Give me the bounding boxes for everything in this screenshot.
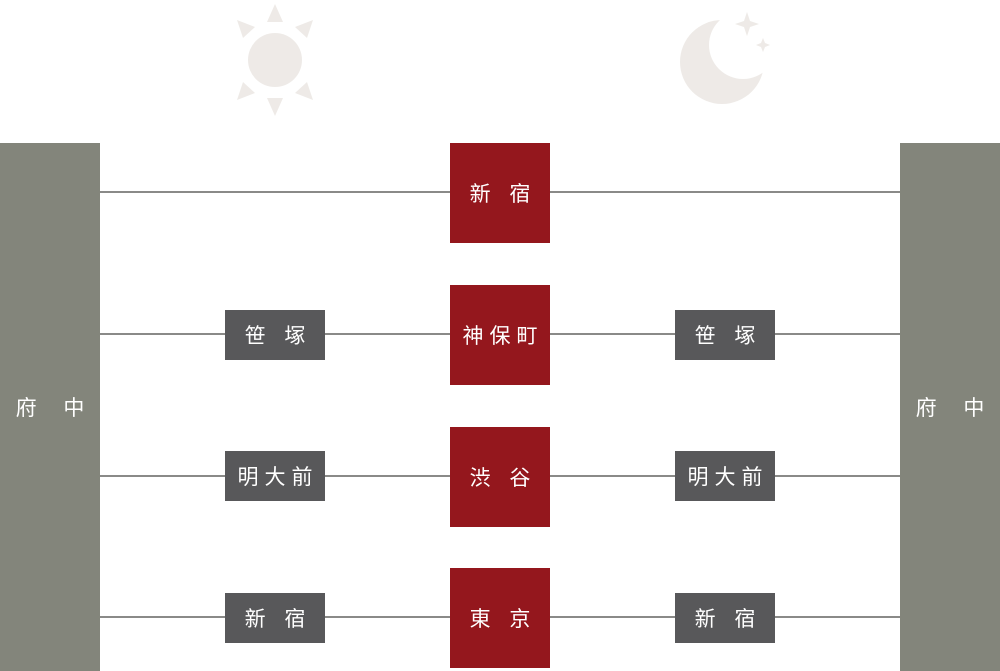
side-station-left: 明大前 bbox=[225, 451, 325, 501]
side-station-right-label: 新 宿 bbox=[694, 607, 762, 631]
main-station-box: 新 宿 bbox=[450, 143, 550, 243]
side-station-left-label: 笹 塚 bbox=[244, 324, 312, 348]
side-station-left-label: 新 宿 bbox=[244, 607, 312, 631]
terminal-left-label: 府 中 bbox=[15, 396, 95, 420]
main-station-box: 神保町 bbox=[450, 285, 550, 385]
terminal-right-label: 府 中 bbox=[915, 396, 995, 420]
moon-icon bbox=[680, 11, 775, 104]
side-station-left: 新 宿 bbox=[225, 593, 325, 643]
sun-icon bbox=[237, 4, 313, 116]
side-station-right: 明大前 bbox=[675, 451, 775, 501]
terminal-right: 府 中 bbox=[900, 143, 1000, 671]
side-station-right: 笹 塚 bbox=[675, 310, 775, 360]
side-station-right: 新 宿 bbox=[675, 593, 775, 643]
side-station-right-label: 明大前 bbox=[687, 465, 769, 489]
side-station-right-label: 笹 塚 bbox=[694, 324, 762, 348]
main-station-label: 神保町 bbox=[462, 324, 544, 348]
main-station-box: 東 京 bbox=[450, 568, 550, 668]
main-station-box: 渋 谷 bbox=[450, 427, 550, 527]
main-station-label: 渋 谷 bbox=[469, 466, 537, 490]
side-station-left-label: 明大前 bbox=[237, 465, 319, 489]
side-station-left: 笹 塚 bbox=[225, 310, 325, 360]
main-station-label: 新 宿 bbox=[469, 182, 537, 206]
main-station-label: 東 京 bbox=[469, 607, 537, 631]
terminal-left: 府 中 bbox=[0, 143, 100, 671]
